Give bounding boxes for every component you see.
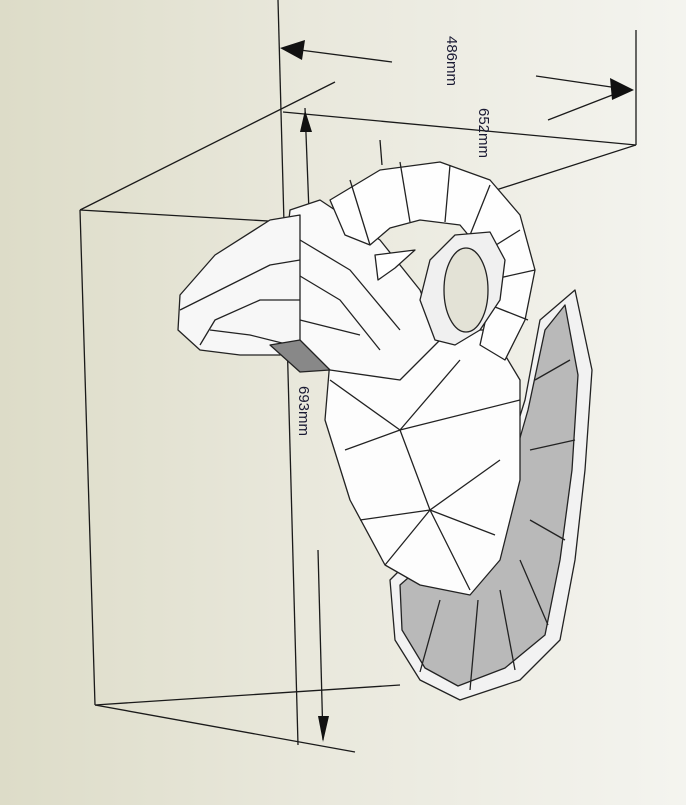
ram-head-model bbox=[177, 161, 593, 701]
depth-dimension-label: 652mm bbox=[475, 108, 492, 159]
bounding-box bbox=[79, 0, 637, 753]
ear bbox=[374, 249, 416, 281]
dimension-arrows bbox=[280, 40, 634, 742]
arrow-head-width-right bbox=[610, 78, 634, 100]
arrow-head-width bbox=[280, 40, 305, 60]
arrow-head-height-top bbox=[300, 110, 312, 132]
height-dimension-label: 693mm bbox=[295, 386, 312, 437]
width-dimension-label: 486mm bbox=[443, 36, 460, 87]
jaw-shadow bbox=[269, 339, 331, 373]
arrow-head-height-bottom bbox=[318, 716, 329, 742]
horn-outer bbox=[329, 161, 536, 361]
horn-hole bbox=[443, 247, 489, 333]
